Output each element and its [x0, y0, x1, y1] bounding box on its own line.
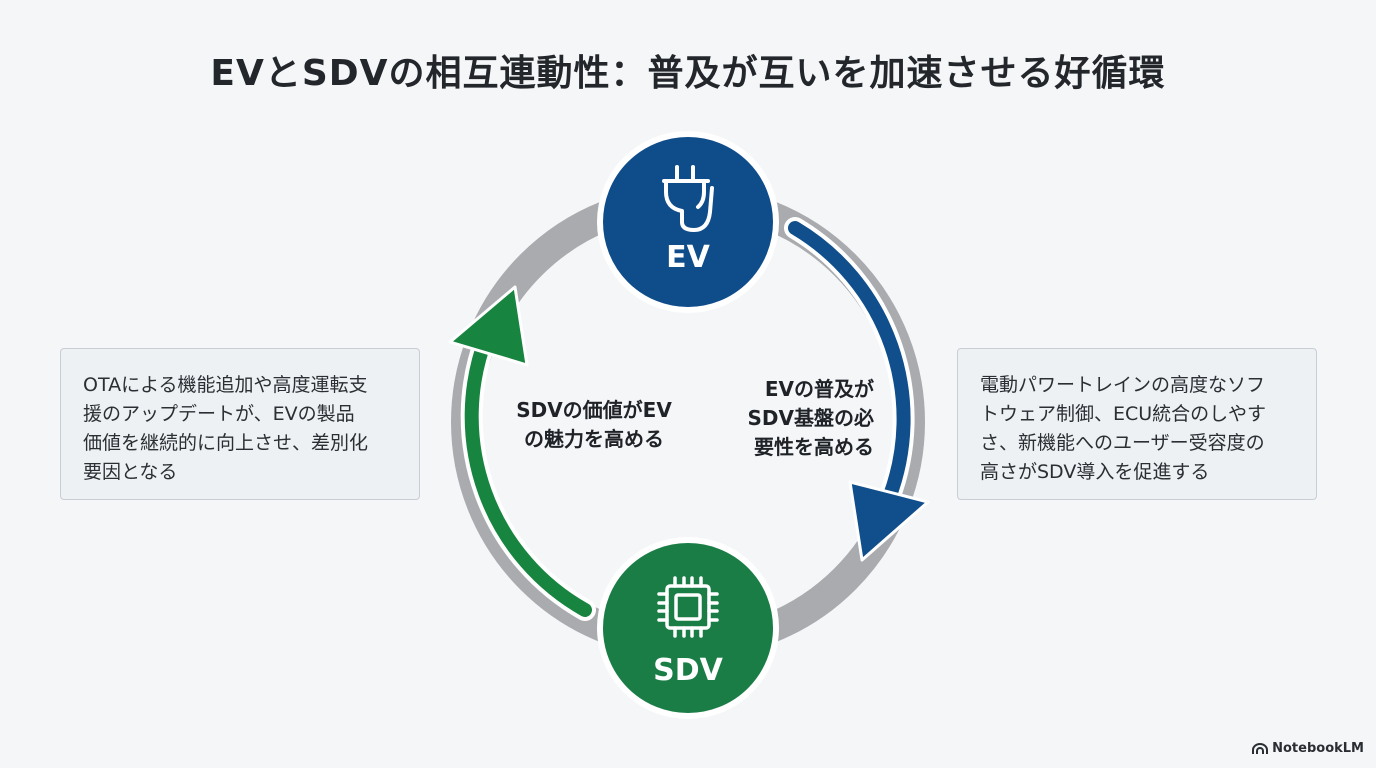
caption-line: SDV基盤の必 [747, 406, 874, 430]
note-line: OTAによる機能追加や高度運転支 [83, 374, 368, 396]
caption-line: EVの普及が [764, 377, 874, 401]
notebooklm-watermark: NotebookLM [1252, 741, 1364, 756]
caption-line: SDVの価値がEV [516, 398, 672, 422]
notebooklm-logo-icon [1252, 742, 1269, 754]
note-line: トウェア制御、ECU統合のしやす [980, 403, 1266, 425]
note-line: 援のアップデートが、EVの製品 [83, 403, 355, 425]
note-line: さ、新機能へのユーザー受容度の [980, 432, 1265, 454]
note-line: 価値を継続的に向上させ、差別化 [83, 432, 369, 454]
arrow-ev-to-sdv [784, 217, 930, 562]
caption-line: の魅力を高める [524, 427, 664, 451]
ev-benefit-note: 電動パワートレインの高度なソフ トウェア制御、ECU統合のしやす さ、新機能への… [957, 348, 1317, 500]
ev-node: EV [597, 131, 779, 313]
note-line: 電動パワートレインの高度なソフ [980, 374, 1266, 396]
note-line: 高さがSDV導入を促進する [980, 461, 1210, 483]
sdv-node: SDV [597, 537, 779, 719]
page-title: EVとSDVの相互連動性：普及が互いを加速させる好循環 [210, 53, 1166, 94]
chip-icon [657, 576, 719, 638]
sdv-to-ev-caption: SDVの価値がEV の魅力を高める [504, 396, 684, 454]
sdv-benefit-note: OTAによる機能追加や高度運転支 援のアップデートが、EVの製品 価値を継続的に… [60, 348, 420, 500]
watermark-text: NotebookLM [1272, 741, 1364, 756]
caption-line: 要性を高める [754, 435, 874, 459]
plug-icon [662, 165, 714, 232]
arrow-sdv-to-ev [448, 285, 596, 621]
sdv-node-label: SDV [653, 653, 724, 688]
note-line: 要因となる [83, 461, 178, 483]
ev-node-label: EV [666, 240, 710, 275]
ev-to-sdv-caption: EVの普及が SDV基盤の必 要性を高める [704, 375, 874, 462]
